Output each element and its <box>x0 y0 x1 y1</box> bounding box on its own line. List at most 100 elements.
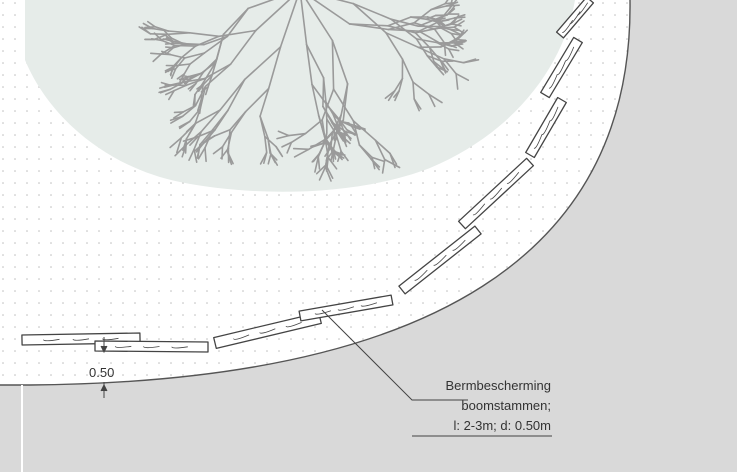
branch-line <box>259 115 266 138</box>
branch-line <box>418 30 441 44</box>
branch-line <box>142 22 154 30</box>
log-bark-stroke <box>541 120 551 135</box>
branch-line <box>292 147 310 151</box>
branch-line <box>195 71 204 85</box>
branch-line <box>305 43 313 86</box>
log-bark-stroke <box>259 328 276 334</box>
branch-line <box>344 130 358 136</box>
branch-line <box>279 0 298 48</box>
branch-line <box>374 139 391 155</box>
branch-line <box>181 104 197 118</box>
branch-line <box>401 58 414 83</box>
branch-line <box>167 30 191 34</box>
branch-line <box>263 135 268 154</box>
branch-line <box>227 78 246 112</box>
branch-line <box>311 83 320 117</box>
branch-line <box>164 42 175 45</box>
log <box>398 225 482 295</box>
dimension-label: 0.50 <box>89 365 114 380</box>
branch-line <box>200 61 217 75</box>
branch-line <box>447 48 460 52</box>
branch-line <box>321 88 335 121</box>
branch-line <box>449 22 462 27</box>
branch-line <box>277 130 290 137</box>
tree-branches <box>138 0 480 182</box>
branch-line <box>444 0 449 5</box>
branch-line <box>440 60 450 71</box>
branch-line <box>412 81 430 96</box>
branch-line <box>352 2 392 21</box>
branch-line <box>196 143 201 159</box>
branch-line <box>159 88 171 94</box>
branch-line <box>390 18 420 28</box>
branch-line <box>183 52 206 59</box>
branch-line <box>435 66 449 73</box>
branch-line <box>227 129 231 150</box>
branch-line <box>304 119 324 135</box>
branch-line <box>313 0 351 25</box>
branch-line <box>180 45 197 59</box>
branch-line <box>318 166 327 181</box>
log-bark-stroke <box>414 269 428 281</box>
branch-line <box>325 101 335 116</box>
branch-line <box>426 54 438 68</box>
branch-line <box>393 90 400 98</box>
branch-line <box>188 107 202 123</box>
dimension-marker <box>100 337 108 398</box>
branch-line <box>449 0 453 9</box>
branch-line <box>413 98 421 112</box>
branch-line <box>202 61 217 84</box>
branch-line <box>164 64 177 72</box>
branch-line <box>267 153 272 165</box>
branch-line <box>172 43 186 49</box>
branch-line <box>412 81 416 100</box>
branch-line <box>203 135 216 144</box>
branch-line <box>434 13 449 21</box>
branch-line <box>324 140 335 154</box>
branch-line <box>455 72 459 90</box>
branch-line <box>352 120 361 146</box>
branch-line <box>170 37 186 46</box>
branch-line <box>213 129 231 137</box>
log-bark-stroke <box>360 302 378 307</box>
branch-line <box>259 87 270 117</box>
branch-line <box>160 81 171 86</box>
log-bark-stroke <box>314 310 332 315</box>
log-bark-stroke <box>489 187 503 200</box>
branch-line <box>189 52 206 65</box>
branch-line <box>453 20 465 29</box>
branch-line <box>149 32 169 36</box>
branch-line <box>203 63 232 80</box>
branch-line <box>331 39 349 85</box>
branch-line <box>194 81 205 96</box>
branch-line <box>281 141 293 148</box>
annotation-line-2: boomstammen; <box>461 398 551 413</box>
annotation-leader <box>321 309 468 401</box>
branch-line <box>428 46 435 63</box>
branch-line <box>352 2 387 34</box>
branch-line <box>325 118 335 132</box>
log-bark-stroke <box>548 74 558 89</box>
annotation-line-1: Bermbescherming <box>446 378 552 393</box>
log-bark-stroke <box>577 2 589 16</box>
branch-line <box>189 72 203 80</box>
branch-line <box>220 147 230 159</box>
log-bark-stroke <box>549 106 559 122</box>
branch-line <box>193 130 203 151</box>
branch-line <box>338 131 346 138</box>
branch-line <box>173 84 187 92</box>
branch-line <box>358 144 373 159</box>
branch-line <box>169 136 183 149</box>
branch-line <box>170 68 177 79</box>
branch-line <box>203 35 229 54</box>
branch-line <box>152 53 162 63</box>
branch-line <box>385 31 404 61</box>
branch-line <box>447 48 454 59</box>
branch-line <box>335 134 342 153</box>
branch-line <box>436 41 453 47</box>
branch-line <box>389 152 398 165</box>
branch-line <box>179 73 186 83</box>
branch-line <box>203 35 229 46</box>
branch-line <box>165 68 177 72</box>
